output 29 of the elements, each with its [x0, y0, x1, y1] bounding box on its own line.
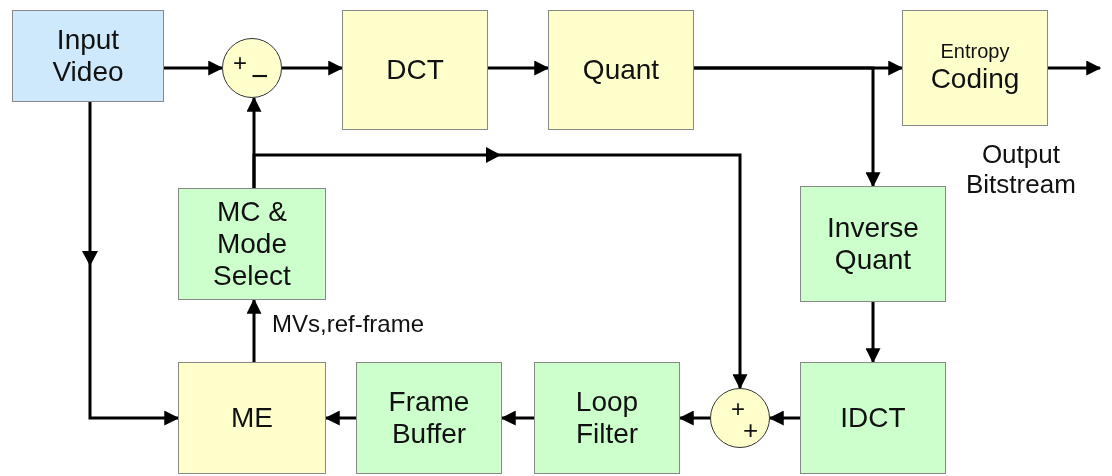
- process-box: [356, 362, 502, 474]
- box-label: Input Video: [51, 23, 125, 89]
- summing-junction: [222, 38, 282, 98]
- process-box: [800, 186, 946, 302]
- process-box: [342, 10, 488, 130]
- box-label: Coding: [930, 63, 1020, 96]
- edge-label: MVs,ref-frame: [272, 310, 424, 338]
- box-label: Quant: [582, 53, 660, 87]
- sign-symbol: +: [233, 51, 247, 75]
- process-box: [800, 362, 946, 474]
- box-label: Frame Buffer: [387, 385, 471, 451]
- summing-junction: [710, 388, 770, 448]
- input-box: [12, 10, 164, 102]
- box-label: IDCT: [840, 401, 906, 435]
- box-label: Loop Filter: [574, 385, 640, 451]
- box-label: MC & Mode Select: [212, 195, 292, 293]
- process-box: [178, 188, 326, 300]
- box-label: DCT: [386, 53, 444, 87]
- process-box: [902, 10, 1048, 126]
- output-label: Output Bitstream: [966, 140, 1076, 200]
- process-box: [178, 362, 326, 474]
- sign-symbol: +: [731, 397, 745, 421]
- box-label: Inverse Quant: [826, 211, 920, 277]
- sign-symbol: +: [743, 417, 759, 443]
- box-label: ME: [231, 401, 273, 435]
- box-label: Entropy: [940, 40, 1010, 64]
- process-box: [548, 10, 694, 130]
- process-box: [534, 362, 680, 474]
- sign-symbol: −: [251, 61, 269, 91]
